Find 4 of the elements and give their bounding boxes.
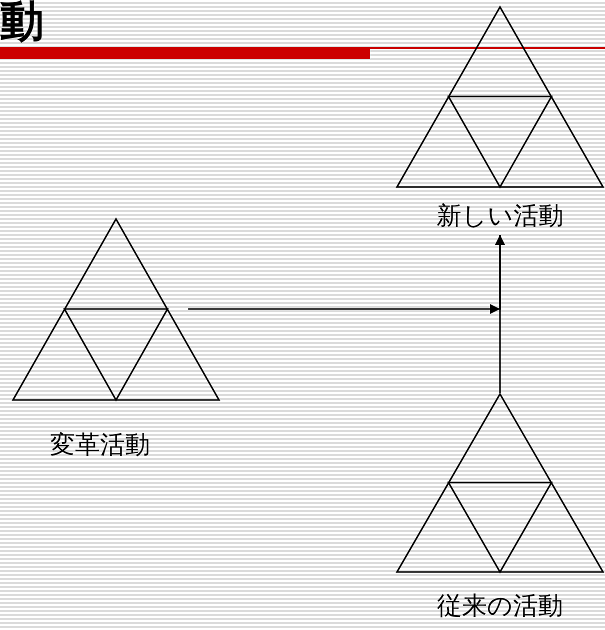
activity-label: 変革活動 <box>49 430 151 460</box>
activity-label: 新しい活動 <box>436 201 564 231</box>
activity-label: 従来の活動 <box>436 591 564 621</box>
arrow <box>495 235 505 393</box>
